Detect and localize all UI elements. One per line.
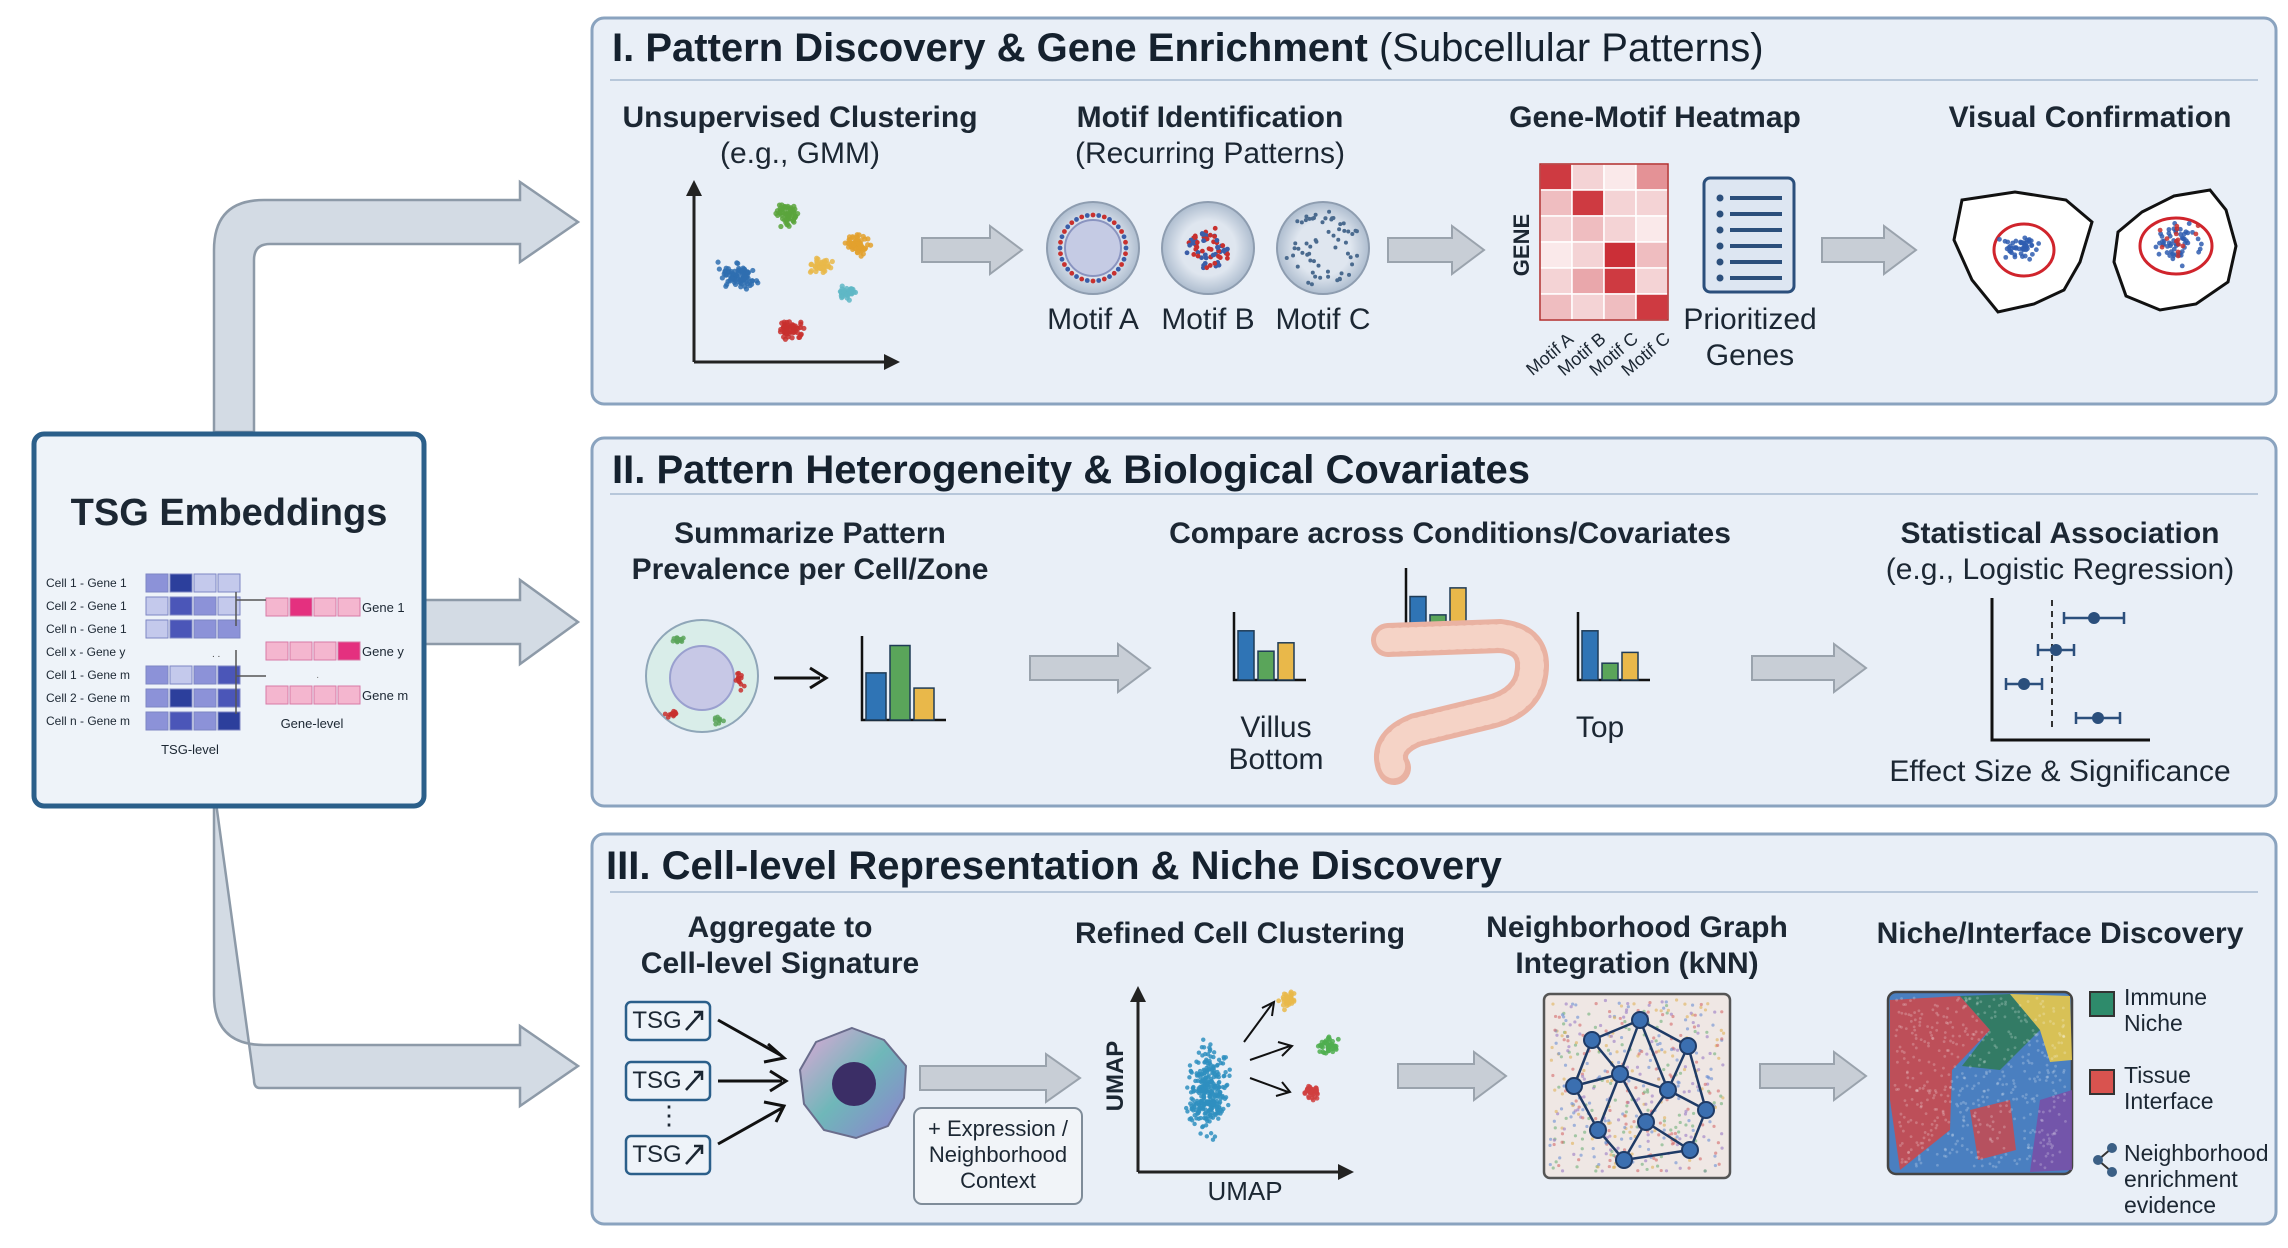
niche-legend-label: Tissue bbox=[2124, 1062, 2191, 1088]
heatmap-axis-label: GENE bbox=[1509, 213, 1534, 277]
context-box bbox=[913, 1107, 1083, 1205]
top-label: Top bbox=[1575, 711, 1625, 744]
forest-plot bbox=[1990, 598, 2150, 742]
stat-subtitle: (e.g., Logistic Regression) bbox=[1885, 553, 2235, 586]
context-line2: Neighborhood bbox=[928, 1142, 1068, 1167]
aggregate-title-line2: Cell-level Signature bbox=[640, 947, 920, 980]
small-arrow bbox=[774, 666, 829, 690]
knn-title-line1: Neighborhood Graph bbox=[1486, 911, 1788, 944]
summarize-title-line2: Prevalence per Cell/Zone bbox=[631, 553, 989, 586]
embeddings-title: TSG Embeddings bbox=[70, 492, 388, 534]
arrow-3-3 bbox=[1759, 1050, 1868, 1102]
tsg-row-label: Cell n - Gene 1 bbox=[46, 622, 127, 636]
section2-title: II. Pattern Heterogeneity & Biological C… bbox=[612, 448, 1531, 492]
arrow-3-2 bbox=[1397, 1050, 1508, 1102]
prioritized-label-line2: Genes bbox=[1705, 339, 1795, 372]
niche-legend-label: Niche bbox=[2124, 1010, 2183, 1036]
motif-subtitle: (Recurring Patterns) bbox=[1074, 137, 1346, 170]
refined-clustering-title: Refined Cell Clustering bbox=[1074, 917, 1406, 950]
section1-title: I. Pattern Discovery & Gene Enrichment (… bbox=[612, 26, 1764, 70]
motif-b-icon bbox=[1161, 201, 1255, 295]
stat-title: Statistical Association bbox=[1900, 517, 2220, 550]
knn-title-line2: Integration (kNN) bbox=[1515, 947, 1759, 980]
motif-c-icon bbox=[1276, 201, 1370, 295]
gene-motif-heatmap bbox=[1539, 163, 1669, 321]
gene-row-label: Gene m bbox=[362, 688, 409, 703]
tsg-token-label: TSG bbox=[632, 1067, 682, 1094]
compare-title: Compare across Conditions/Covariates bbox=[1169, 517, 1731, 550]
motif-title: Motif Identification bbox=[1076, 101, 1344, 134]
svg-text:·: · bbox=[316, 672, 319, 683]
scatter-plot bbox=[686, 180, 900, 370]
niche-legend-label: evidence bbox=[2124, 1192, 2217, 1218]
section3-title: III. Cell-level Representation & Niche D… bbox=[606, 844, 1502, 888]
gene-row-label: Gene y bbox=[362, 644, 404, 659]
motif-a-label: Motif A bbox=[1047, 303, 1139, 336]
token-ellipsis: ⋮ bbox=[656, 1100, 682, 1130]
arrow-2-2 bbox=[1751, 642, 1868, 694]
tsg-row-label: Cell 1 - Gene m bbox=[46, 668, 131, 682]
arrow-2-1 bbox=[1029, 642, 1152, 694]
branch-arrows bbox=[212, 179, 581, 1109]
tsg-token-list bbox=[624, 1000, 712, 1176]
arrow-1-3 bbox=[1821, 224, 1918, 276]
umap-x-label: UMAP bbox=[1207, 1176, 1283, 1206]
niche-legend-label: Neighborhood bbox=[2124, 1140, 2269, 1166]
villus-label: Villus bbox=[1240, 711, 1312, 744]
tsg-row-label: Cell 2 - Gene m bbox=[46, 691, 131, 705]
cell-signature-icon bbox=[798, 1026, 908, 1140]
arrow-1-2 bbox=[1387, 224, 1486, 276]
aggregate-title-line1: Aggregate to bbox=[687, 911, 873, 944]
niche-title: Niche/Interface Discovery bbox=[1876, 917, 2244, 950]
umap-plot bbox=[1130, 986, 1354, 1180]
tsg-level-caption: TSG-level bbox=[161, 742, 219, 757]
cell-outline-icon bbox=[1952, 190, 2094, 314]
umap-y-label: UMAP bbox=[1102, 1040, 1129, 1112]
context-line1: + Expression / bbox=[927, 1116, 1068, 1141]
motif-c-label: Motif C bbox=[1275, 303, 1371, 336]
tsg-row-label: Cell 1 - Gene 1 bbox=[46, 576, 127, 590]
cell-zone-icon bbox=[645, 619, 759, 733]
prevalence-bar-chart bbox=[860, 636, 946, 722]
tsg-token-label: TSG bbox=[632, 1141, 682, 1168]
niche-legend-label: enrichment bbox=[2124, 1166, 2238, 1192]
bottom-bar-chart bbox=[1576, 612, 1650, 682]
niche-legend bbox=[2089, 991, 2117, 1177]
motif-b-label: Motif B bbox=[1161, 303, 1255, 336]
visual-confirmation-title: Visual Confirmation bbox=[1948, 101, 2232, 134]
tsg-row-label: Cell 2 - Gene 1 bbox=[46, 599, 127, 613]
gene-level-caption: Gene-level bbox=[280, 716, 344, 731]
knn-graph bbox=[1542, 992, 1732, 1180]
tsg-row-label: Cell n - Gene m bbox=[46, 714, 131, 728]
heatmap-title: Gene-Motif Heatmap bbox=[1509, 101, 1801, 134]
tsg-level-matrix: . . bbox=[145, 573, 241, 731]
prioritized-label-line1: Prioritized bbox=[1683, 303, 1817, 336]
summarize-title-line1: Summarize Pattern bbox=[674, 517, 946, 550]
villus-bar-chart bbox=[1232, 612, 1306, 682]
bottom-label: Bottom bbox=[1228, 743, 1324, 776]
motif-a-icon bbox=[1046, 201, 1140, 295]
converge-arrows bbox=[717, 1018, 789, 1146]
niche-legend-label: Interface bbox=[2124, 1088, 2214, 1114]
arrow-1-1 bbox=[921, 224, 1024, 276]
stat-caption: Effect Size & Significance bbox=[1889, 755, 2231, 788]
clustering-subtitle: (e.g., GMM) bbox=[719, 137, 880, 170]
villus-icon bbox=[1371, 618, 1549, 785]
cell-outline-icon bbox=[2112, 188, 2238, 312]
arrow-3-1 bbox=[919, 1052, 1082, 1104]
svg-text:. .: . . bbox=[212, 649, 220, 660]
section1-panel bbox=[590, 16, 2278, 406]
gene-level-matrix: · bbox=[265, 597, 361, 705]
tsg-row-label: Cell x - Gene y bbox=[46, 645, 126, 659]
document-icon bbox=[1702, 176, 1796, 294]
niche-map bbox=[1886, 990, 2074, 1176]
context-line3: Context bbox=[960, 1168, 1036, 1193]
clustering-title: Unsupervised Clustering bbox=[622, 101, 978, 134]
tsg-token-label: TSG bbox=[632, 1007, 682, 1034]
niche-legend-label: Immune bbox=[2124, 984, 2208, 1010]
gene-row-label: Gene 1 bbox=[362, 600, 405, 615]
